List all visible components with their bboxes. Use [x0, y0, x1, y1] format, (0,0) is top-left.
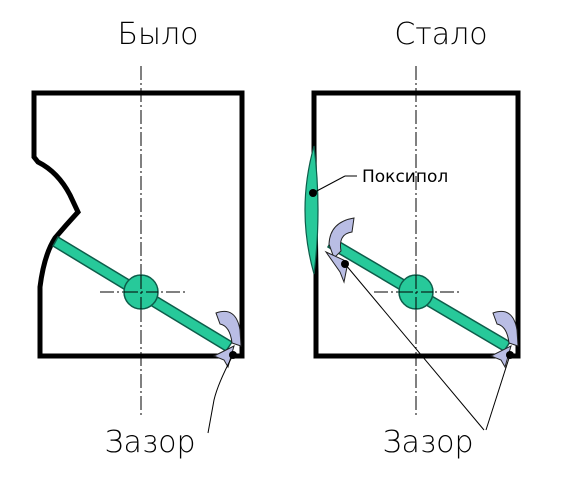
gap-leader [207, 354, 234, 434]
rotation-arrowhead-upper-icon [324, 250, 349, 284]
repair-patch [304, 145, 319, 275]
rotation-arrow-lower-icon [492, 310, 519, 347]
gap-leader-upper [344, 263, 485, 431]
gap-leader-lower [485, 354, 511, 431]
part-outline-damaged [31, 90, 245, 359]
panel-before: Было Зазор [31, 17, 245, 460]
patch-label: Поксипол [362, 167, 448, 187]
panel-after: Стало Поксипол Зазор [304, 17, 521, 460]
panel-after-title: Стало [394, 17, 487, 52]
rotation-arrow-upper-icon [328, 217, 355, 259]
gap-label-after: Зазор [382, 425, 473, 460]
gap-label-before: Зазор [104, 425, 195, 460]
rotation-arrowhead-lower-icon [489, 345, 512, 369]
rotation-arrow-icon [215, 310, 242, 347]
patch-leader [312, 175, 346, 194]
panel-before-title: Было [117, 17, 198, 52]
